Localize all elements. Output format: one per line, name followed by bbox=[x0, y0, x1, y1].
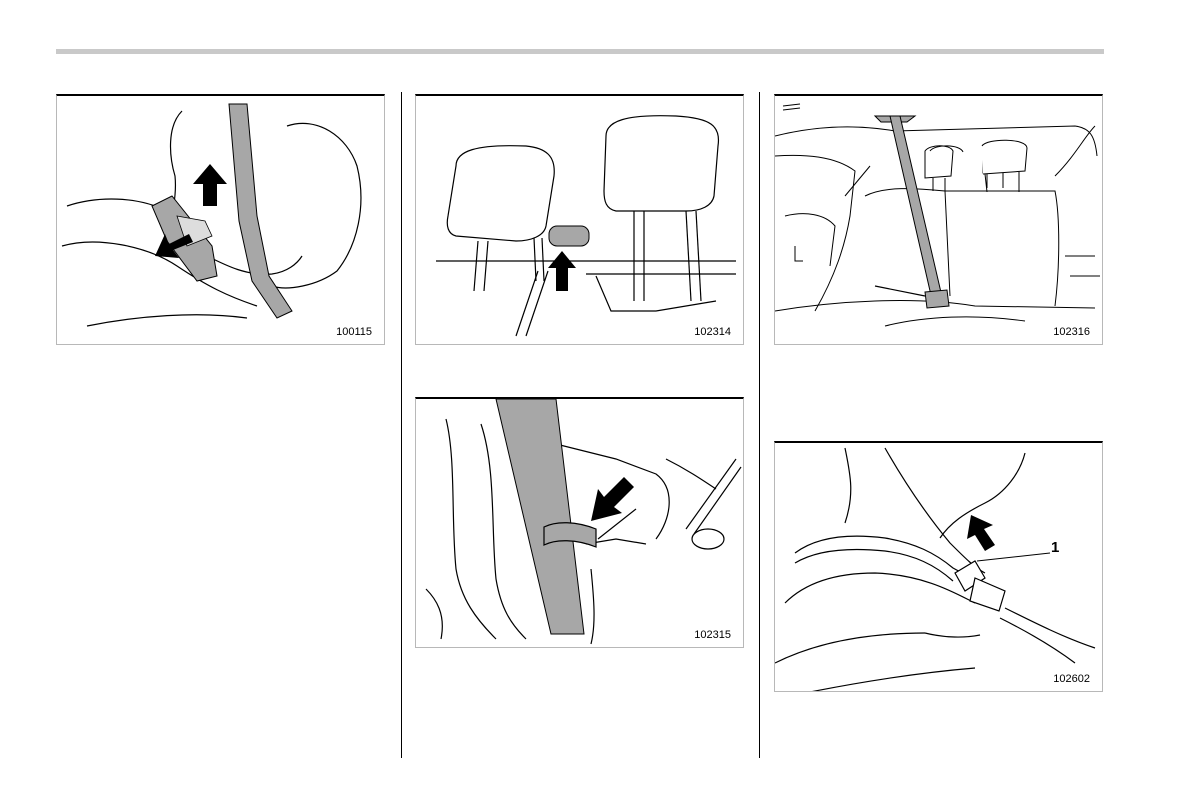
figure-belt-pull-down: 102315 bbox=[415, 397, 744, 648]
illustration-lap-belt bbox=[57, 96, 385, 345]
up-arrow-icon bbox=[193, 164, 227, 206]
figure-headrest-raise: 102314 bbox=[415, 94, 744, 345]
up-arrow-icon bbox=[548, 251, 576, 291]
up-arrow-icon bbox=[967, 515, 995, 551]
figure-code: 102602 bbox=[1053, 673, 1090, 685]
figure-code: 102315 bbox=[694, 629, 731, 641]
illustration-belt-guide bbox=[416, 399, 744, 648]
figure-code: 100115 bbox=[336, 326, 372, 338]
column-divider-left bbox=[401, 92, 402, 758]
figure-rear-seat-belt: 102316 bbox=[774, 94, 1103, 345]
callout-label: 1 bbox=[1051, 539, 1059, 556]
figure-buckle-release: 1 102602 bbox=[774, 441, 1103, 692]
figure-lap-belt-adjust: 100115 bbox=[56, 94, 385, 345]
figure-code: 102316 bbox=[1053, 326, 1090, 338]
down-left-arrow-icon bbox=[591, 477, 634, 521]
header-rule bbox=[56, 49, 1104, 54]
illustration-rear-seats bbox=[775, 96, 1103, 345]
column-divider-right bbox=[759, 92, 760, 758]
illustration-buckle bbox=[775, 443, 1103, 692]
illustration-headrests bbox=[416, 96, 744, 345]
figure-code: 102314 bbox=[694, 326, 731, 338]
